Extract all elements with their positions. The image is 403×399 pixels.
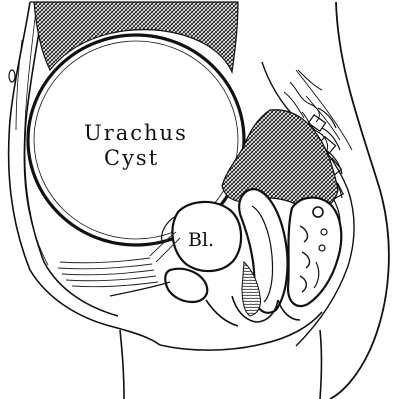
bladder-label: Bl. [188, 229, 214, 251]
rectum [288, 198, 341, 306]
perineum [120, 296, 322, 399]
cyst-label-line1: Urachus [84, 121, 188, 145]
cyst-label-line2: Cyst [104, 146, 159, 170]
